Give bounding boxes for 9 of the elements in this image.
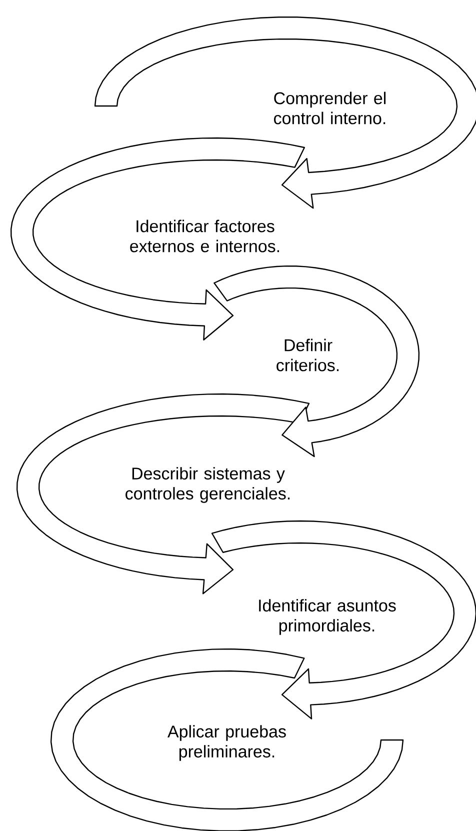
step-text: Aplicar pruebas preliminares. (168, 725, 286, 761)
step-text: Describir sistemas y controles gerenciales. (126, 467, 290, 503)
step-text: Identificar factores externos e internos. (130, 220, 279, 252)
step-text: Definir criterios. (276, 338, 339, 372)
curved-arrow (214, 265, 420, 458)
step-text: Identificar asuntos primordiales. (259, 599, 396, 635)
step-text: Comprender el control interno. (274, 92, 386, 124)
curved-arrow (94, 16, 476, 209)
curved-band (50, 648, 404, 831)
